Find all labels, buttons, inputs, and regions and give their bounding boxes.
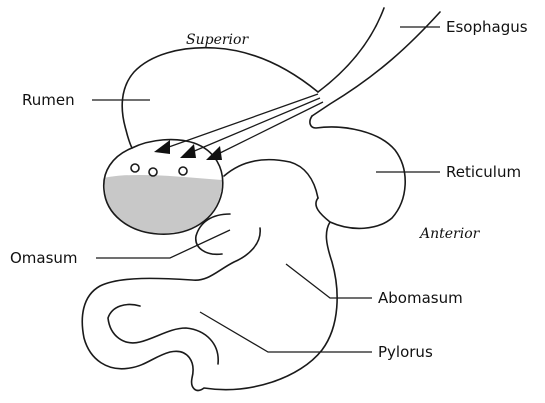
papilla-3 — [179, 167, 187, 175]
rumino-reticular-fold — [224, 160, 318, 198]
label-rumen: Rumen — [22, 91, 75, 109]
pylorus-leader — [200, 312, 372, 352]
omasum — [104, 140, 223, 235]
abomasum-outline — [82, 214, 337, 390]
label-superior: Superior — [186, 32, 249, 48]
label-anterior: Anterior — [418, 226, 481, 242]
omasum-fluid — [104, 175, 222, 233]
label-pylorus: Pylorus — [378, 343, 433, 361]
papilla-2 — [149, 168, 157, 176]
label-reticulum: Reticulum — [446, 163, 521, 181]
arrow-head-3 — [206, 146, 222, 160]
arrow-head-2 — [180, 144, 196, 158]
flow-arrows — [154, 94, 323, 160]
label-omasum: Omasum — [10, 249, 78, 267]
label-abomasum: Abomasum — [378, 289, 463, 307]
papilla-1 — [131, 164, 139, 172]
arrow-head-1 — [154, 140, 170, 154]
esophagus — [312, 8, 440, 116]
label-esophagus: Esophagus — [446, 18, 528, 36]
abomasum-leader — [286, 264, 372, 298]
rumen-outline — [122, 48, 318, 148]
